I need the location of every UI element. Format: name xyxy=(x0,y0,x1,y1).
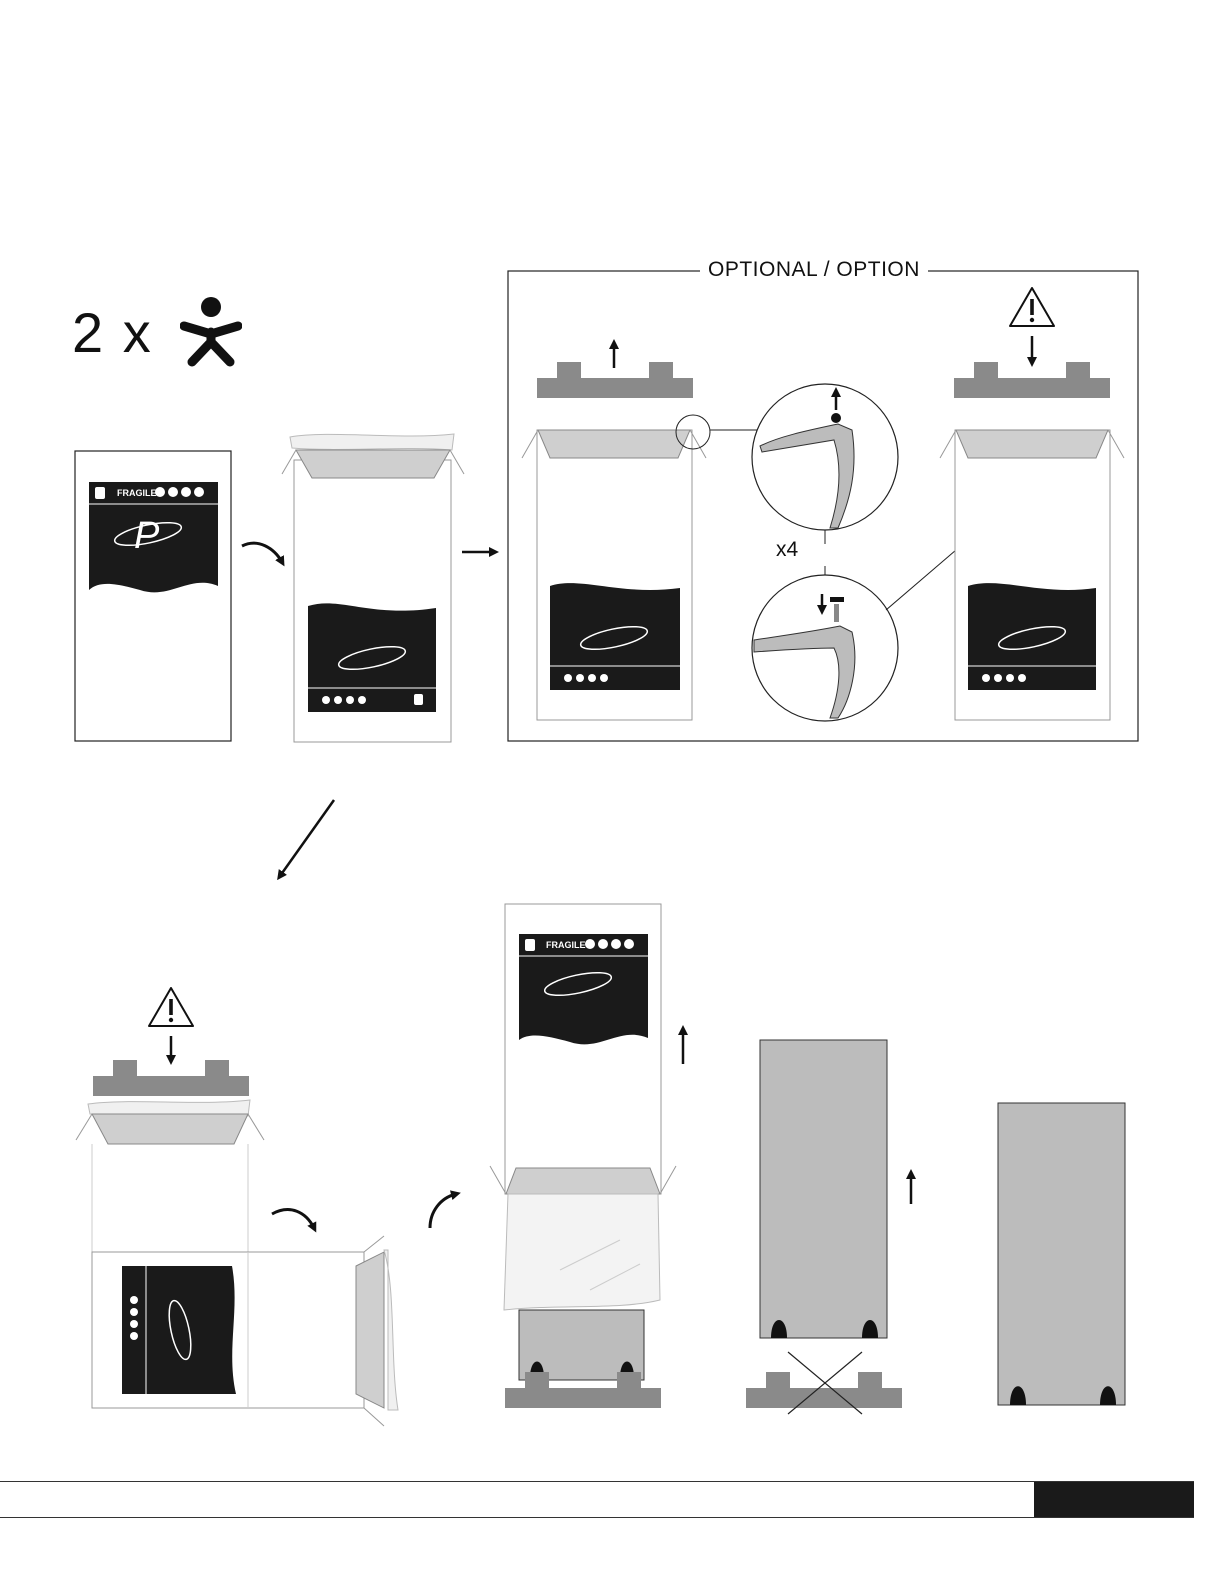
footer-rule-bottom xyxy=(0,1517,1194,1518)
logo-text: P xyxy=(134,515,160,557)
box-label: FRAGILE P xyxy=(89,482,218,592)
optional-box-left xyxy=(522,344,758,720)
detail-circle-bottom xyxy=(752,575,898,721)
optional-box-right xyxy=(940,288,1124,720)
arrow-down-left-icon xyxy=(280,800,334,876)
flipped-box xyxy=(282,434,464,742)
optional-section-title: OPTIONAL / OPTION xyxy=(700,258,928,282)
curved-arrow-icon xyxy=(242,543,282,562)
footer-rule-top xyxy=(0,1481,1194,1482)
footer-page-tab xyxy=(1034,1482,1194,1517)
tipped-box xyxy=(92,1236,398,1426)
fastener-count-label: x4 xyxy=(776,538,798,562)
pallet-on-box-step xyxy=(76,988,264,1252)
cabinet-final xyxy=(998,1103,1125,1405)
cabinet-lift-step xyxy=(746,1040,911,1414)
fragile-text: FRAGILE xyxy=(117,488,157,498)
detail-circle-top xyxy=(752,384,898,530)
packed-box: FRAGILE P xyxy=(75,451,231,741)
lift-box-step: FRAGILE xyxy=(490,904,683,1408)
fragile-text: FRAGILE xyxy=(546,940,586,950)
curved-arrow-icon xyxy=(430,1194,456,1228)
curved-arrow-icon xyxy=(272,1210,314,1228)
